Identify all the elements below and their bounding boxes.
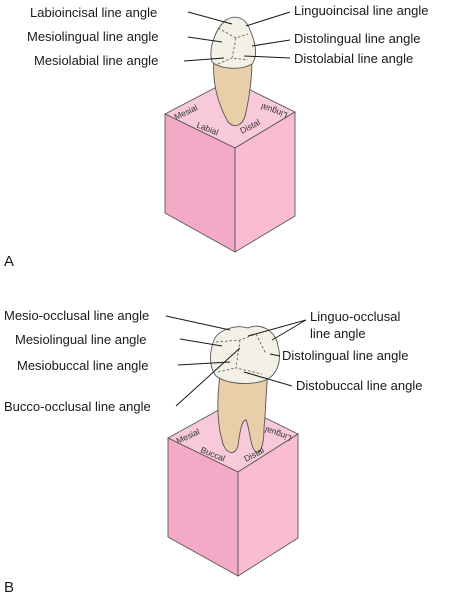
cube-b-right-face (237, 433, 299, 577)
leaders-b (165, 315, 307, 407)
label-distolingual-b: Distolingual line angle (282, 348, 408, 363)
label-mesiolabial: Mesiolabial line angle (34, 53, 158, 68)
label-mesiolingual-a: Mesiolingual line angle (27, 29, 159, 44)
leaders-a (183, 11, 291, 62)
molar-root (217, 371, 269, 453)
molar-crown (210, 325, 280, 384)
panel-a-letter: A (4, 253, 14, 270)
molar-crown-dashed-outline (215, 333, 267, 375)
cube-a-right-face (234, 111, 296, 253)
panel-b: Mesio-occlusal line angle Mesiolingual l… (4, 308, 422, 596)
label-distolabial: Distolabial line angle (294, 51, 413, 66)
label-distolingual-a: Distolingual line angle (294, 31, 420, 46)
molar-tooth (210, 325, 280, 453)
panel-a: Labioincisal line angle Linguoincisal li… (4, 3, 428, 270)
panel-b-letter: B (4, 579, 14, 596)
label-linguo-occlusal-line1: Linguo-occlusal (310, 309, 400, 324)
label-labioincisal: Labioincisal line angle (30, 5, 157, 20)
label-linguoincisal: Linguoincisal line angle (294, 3, 428, 18)
label-mesiobuccal: Mesiobuccal line angle (17, 358, 149, 373)
label-mesio-occlusal: Mesio-occlusal line angle (4, 308, 149, 323)
label-mesiolingual-b: Mesiolingual line angle (15, 332, 147, 347)
incisor-root (213, 59, 253, 126)
label-distobuccal: Distobuccal line angle (296, 378, 422, 393)
incisor-crown-dashed-outline (217, 27, 249, 65)
label-bucco-occlusal: Bucco-occlusal line angle (4, 399, 151, 414)
label-linguo-occlusal-line2: line angle (310, 326, 366, 341)
cube-a (164, 79, 296, 253)
